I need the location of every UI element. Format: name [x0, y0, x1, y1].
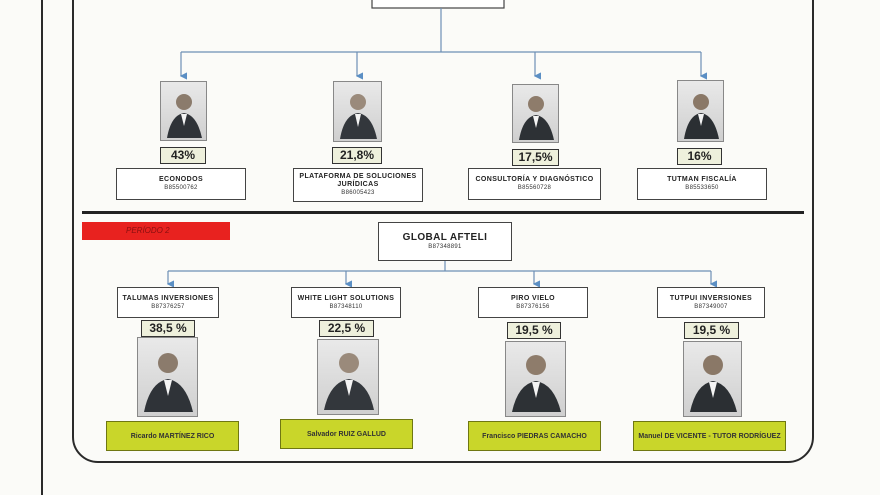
company-name: TUTMAN FISCALÍA [667, 176, 737, 184]
company-name: TUTPUI INVERSIONES [669, 294, 753, 302]
company-code: B87349007 [694, 303, 728, 310]
company-code: B86005423 [341, 190, 375, 197]
company-box: ECONODOS B85500762 [116, 168, 246, 200]
person-photo [505, 341, 566, 417]
company-box: PIRO VIELO B87376156 [478, 287, 588, 318]
company-name: PLATAFORMA DE SOLUCIONES JURÍDICAS [299, 173, 417, 189]
parent-company-name: GLOBAL AFTELI [402, 231, 488, 243]
shareholder-name-tag: Manuel DE VICENTE - TUTOR RODRÍGUEZ [633, 421, 786, 451]
person-photo [160, 81, 207, 141]
ownership-percentage: 43% [160, 147, 206, 164]
shareholder-name-tag: Ricardo MARTÍNEZ RICO [106, 421, 239, 451]
company-name: WHITE LIGHT SOLUTIONS [297, 294, 395, 302]
person-photo [512, 84, 559, 143]
person-photo [683, 341, 742, 417]
period-divider [82, 211, 804, 214]
parent-company-box: GLOBAL AFTELI B87348891 [378, 222, 512, 261]
company-name: CONSULTORÍA Y DIAGNÓSTICO [475, 176, 594, 184]
period-label: PERÍODO 2 [82, 222, 230, 240]
company-box: WHITE LIGHT SOLUTIONS B87348110 [291, 287, 401, 318]
ownership-percentage: 19,5 % [507, 322, 561, 339]
company-code: B85500762 [164, 185, 198, 192]
ownership-percentage: 19,5 % [684, 322, 739, 339]
person-photo [333, 81, 382, 142]
ownership-percentage: 17,5% [512, 149, 559, 166]
ownership-percentage: 38,5 % [141, 320, 195, 337]
company-code: B87348110 [329, 303, 363, 310]
org-chart-frame [72, 0, 814, 463]
company-name: ECONODOS [158, 176, 204, 184]
shareholder-name-tag: Francisco PIEDRAS CAMACHO [468, 421, 601, 451]
company-code: B87376156 [516, 303, 550, 310]
company-name: TALUMAS INVERSIONES [122, 294, 214, 302]
person-photo [677, 80, 724, 142]
company-code: B87376257 [151, 303, 185, 310]
company-box: TUTMAN FISCALÍA B85533650 [637, 168, 767, 200]
parent-company-code: B87348891 [428, 244, 462, 251]
company-name: PIRO VIELO [510, 294, 556, 302]
company-code: B85533650 [685, 185, 719, 192]
company-box: TALUMAS INVERSIONES B87376257 [117, 287, 219, 318]
ownership-percentage: 22,5 % [319, 320, 374, 337]
person-photo [317, 339, 379, 415]
company-box: PLATAFORMA DE SOLUCIONES JURÍDICAS B8600… [293, 168, 423, 202]
company-box: CONSULTORÍA Y DIAGNÓSTICO B85560728 [468, 168, 601, 200]
company-box: TUTPUI INVERSIONES B87349007 [657, 287, 765, 318]
company-code: B85560728 [517, 185, 552, 192]
shareholder-name-tag: Salvador RUIZ GALLUD [280, 419, 413, 449]
ownership-percentage: 21,8% [332, 147, 382, 164]
page-border-line [41, 0, 43, 495]
ownership-percentage: 16% [677, 148, 722, 165]
person-photo [137, 337, 198, 417]
